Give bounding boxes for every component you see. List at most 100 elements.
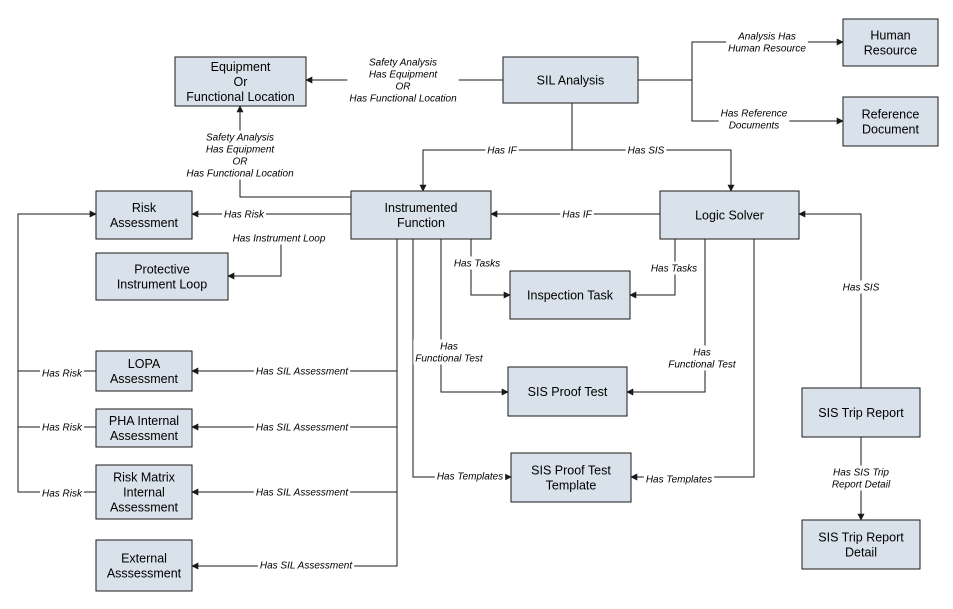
- edge-label-text: Has Risk: [42, 369, 83, 380]
- node-label: SIS Trip Report: [818, 406, 904, 420]
- edge-label-if-to-pha: Has SIL Assessment: [253, 420, 351, 434]
- node-label: Reference: [862, 108, 920, 122]
- edge-lopa-to-risk: [17, 210, 97, 372]
- node-inspection-task: Inspection Task: [509, 270, 631, 320]
- node-label: Resource: [864, 44, 918, 58]
- edge-label-text: Documents: [729, 121, 780, 132]
- edge-label-text: Has Functional Location: [349, 94, 457, 105]
- node-label: Logic Solver: [695, 209, 764, 223]
- edge-label-text: Has Equipment: [206, 145, 276, 156]
- edge-label-text: Has Tasks: [454, 259, 500, 270]
- edge-if-to-prooftest: [440, 239, 509, 396]
- edge-label-if-to-template: Has Templates: [434, 469, 506, 483]
- edge-label-if-to-lopa: Has SIL Assessment: [253, 364, 351, 378]
- edge-label-sil-to-if: Has IF: [485, 143, 519, 157]
- edge-label-lopa-to-risk: Has Risk: [39, 366, 85, 380]
- edge-label-text: Has Risk: [42, 489, 83, 500]
- edge-label-text: Has SIL Assessment: [256, 367, 349, 378]
- edge-if-to-loop: [227, 239, 282, 280]
- edge-label-if-to-loop: Has Instrument Loop: [230, 231, 328, 245]
- edge-label-pha-to-risk: Has Risk: [39, 420, 85, 434]
- node-label: Assessment: [110, 372, 179, 386]
- node-sis-proof-test: SIS Proof Test: [507, 366, 628, 417]
- edge-label-text: Has SIS: [628, 146, 665, 157]
- edge-label-ls-to-template: Has Templates: [643, 472, 715, 486]
- edge-label-text: Has IF: [562, 210, 592, 221]
- edge-ls-to-prooftest: [626, 239, 706, 396]
- edge-trip-to-ls: [798, 210, 862, 388]
- edge-label-text: Has Risk: [42, 423, 83, 434]
- edge-label-riskmatrix-to-risk: Has Risk: [39, 486, 85, 500]
- node-label: Or: [234, 75, 248, 89]
- edge-label-text: Has SIL Assessment: [256, 488, 349, 499]
- edge-label-if-to-task: Has Tasks: [451, 256, 503, 270]
- edge-label-text: Safety Analysis: [369, 58, 437, 69]
- edge-label-trip-to-ls: Has SIS: [840, 280, 882, 294]
- edge-label-text: Has Instrument Loop: [233, 234, 326, 245]
- edge-label-text: Analysis Has: [737, 32, 796, 43]
- node-label: Risk: [132, 201, 157, 215]
- edge-label-text: Functional Test: [668, 360, 737, 371]
- node-label: LOPA: [128, 357, 161, 371]
- node-label: SIL Analysis: [537, 74, 605, 88]
- edge-label-ls-to-if: Has IF: [560, 207, 594, 221]
- node-label: SIS Proof Test: [531, 464, 611, 478]
- edge-label-text: Has Templates: [646, 475, 712, 486]
- node-label: Internal: [123, 486, 165, 500]
- node-label: SIS Proof Test: [528, 385, 608, 399]
- node-label: Asssessment: [107, 567, 182, 581]
- edge-label-if-to-riskmatrix: Has SIL Assessment: [253, 485, 351, 499]
- edge-label-text: OR: [233, 157, 248, 168]
- edge-label-text: Has SIL Assessment: [256, 423, 349, 434]
- node-label: PHA Internal: [109, 414, 179, 428]
- edge-if-to-external: [191, 371, 398, 570]
- node-label: Detail: [845, 546, 877, 560]
- edge-label-text: OR: [396, 82, 411, 93]
- node-label: Human: [870, 29, 910, 43]
- edge-label-text: Has SIL Assessment: [260, 561, 353, 572]
- node-label: Template: [546, 479, 597, 493]
- edge-label-if-to-risk: Has Risk: [221, 207, 267, 221]
- node-label: Risk Matrix: [113, 471, 176, 485]
- edge-label-text: Has IF: [487, 146, 517, 157]
- node-logic-solver: Logic Solver: [659, 190, 800, 240]
- node-label: External: [121, 552, 167, 566]
- edge-label-ls-to-task: Has Tasks: [648, 261, 700, 275]
- edge-label-sil-to-ls: Has SIS: [625, 143, 667, 157]
- edge-label-text: Has SIS Trip: [833, 468, 889, 479]
- node-label: Functional Location: [186, 90, 294, 104]
- node-sil-analysis: SIL Analysis: [502, 56, 639, 104]
- edge-sil-to-ls: [572, 149, 735, 192]
- node-sis-trip-report: SIS Trip Report: [801, 387, 921, 438]
- edge-label-text: Has Reference: [721, 109, 788, 120]
- edge-label-text: Has Equipment: [369, 70, 439, 81]
- edge-label-text: Has: [693, 348, 711, 359]
- edge-label-text: Has SIS: [843, 283, 880, 294]
- edge-sil-to-reference: [691, 80, 844, 125]
- node-label: Instrument Loop: [117, 278, 207, 292]
- edge-label-text: Functional Test: [415, 354, 484, 365]
- node-label: SIS Trip Report: [818, 531, 904, 545]
- node-label: Assessment: [110, 501, 179, 515]
- edge-label-if-to-external: Has SIL Assessment: [257, 558, 355, 572]
